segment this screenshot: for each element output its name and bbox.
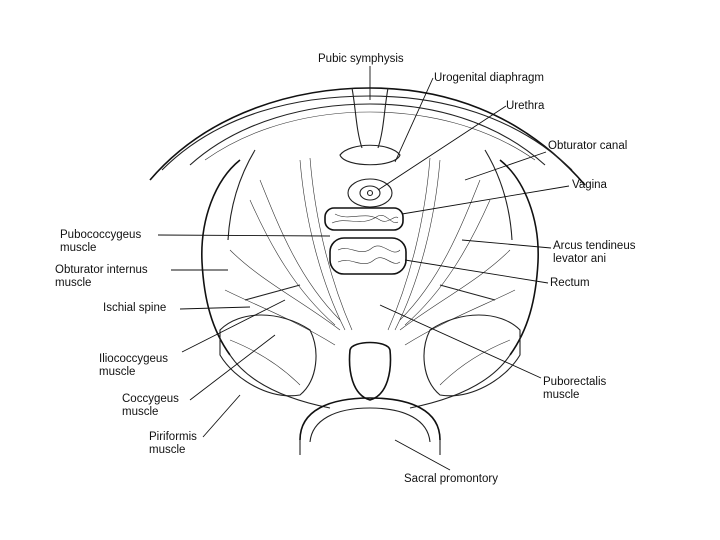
label-piriformis-line1: Piriformis — [149, 431, 197, 443]
urogenital-region — [324, 144, 407, 275]
label-obturator-internus: Obturator internus muscle — [55, 264, 148, 290]
label-pubococcygeus-line1: Pubococcygeus — [60, 229, 142, 241]
posterior-muscles — [219, 314, 521, 397]
vagina-shape — [324, 207, 404, 231]
label-vagina: Vagina — [572, 179, 607, 191]
label-iliococcygeus: Iliococcygeus muscle — [99, 353, 168, 379]
label-coccygeus-line2: muscle — [122, 406, 159, 418]
label-ischial-spine: Ischial spine — [103, 302, 167, 314]
label-arcus-line1: Arcus tendineus — [553, 240, 636, 252]
rectum-shape — [329, 237, 407, 275]
pelvic-outline — [201, 149, 539, 409]
label-puborectalis: Puborectalis muscle — [543, 376, 606, 402]
label-urethra: Urethra — [506, 100, 545, 112]
label-puborectalis-line1: Puborectalis — [543, 376, 607, 388]
urethra-shape — [347, 178, 393, 208]
label-arcus-line2: levator ani — [553, 253, 607, 265]
label-obturator-canal: Obturator canal — [548, 140, 628, 152]
label-arcus-tendineus: Arcus tendineus levator ani — [553, 240, 635, 266]
label-obturator-internus-line2: muscle — [55, 277, 92, 289]
label-coccygeus: Coccygeus muscle — [122, 393, 179, 419]
label-piriformis: Piriformis muscle — [149, 431, 197, 457]
label-obturator-internus-line1: Obturator internus — [55, 264, 148, 276]
label-coccygeus-line1: Coccygeus — [122, 393, 179, 405]
label-urogenital-diaphragm: Urogenital diaphragm — [434, 72, 544, 84]
label-pubic-symphysis: Pubic symphysis — [318, 53, 404, 65]
label-pubococcygeus-line2: muscle — [60, 242, 97, 254]
sacrum — [299, 397, 441, 455]
label-piriformis-line2: muscle — [149, 444, 186, 456]
label-sacral-promontory: Sacral promontory — [404, 473, 498, 485]
leader-lines — [157, 66, 570, 471]
label-puborectalis-line2: muscle — [543, 389, 580, 401]
label-iliococcygeus-line1: Iliococcygeus — [99, 353, 169, 365]
label-rectum: Rectum — [550, 277, 590, 289]
label-pubococcygeus: Pubococcygeus muscle — [60, 229, 141, 255]
label-iliococcygeus-line2: muscle — [99, 366, 136, 378]
coccyx — [348, 341, 392, 401]
